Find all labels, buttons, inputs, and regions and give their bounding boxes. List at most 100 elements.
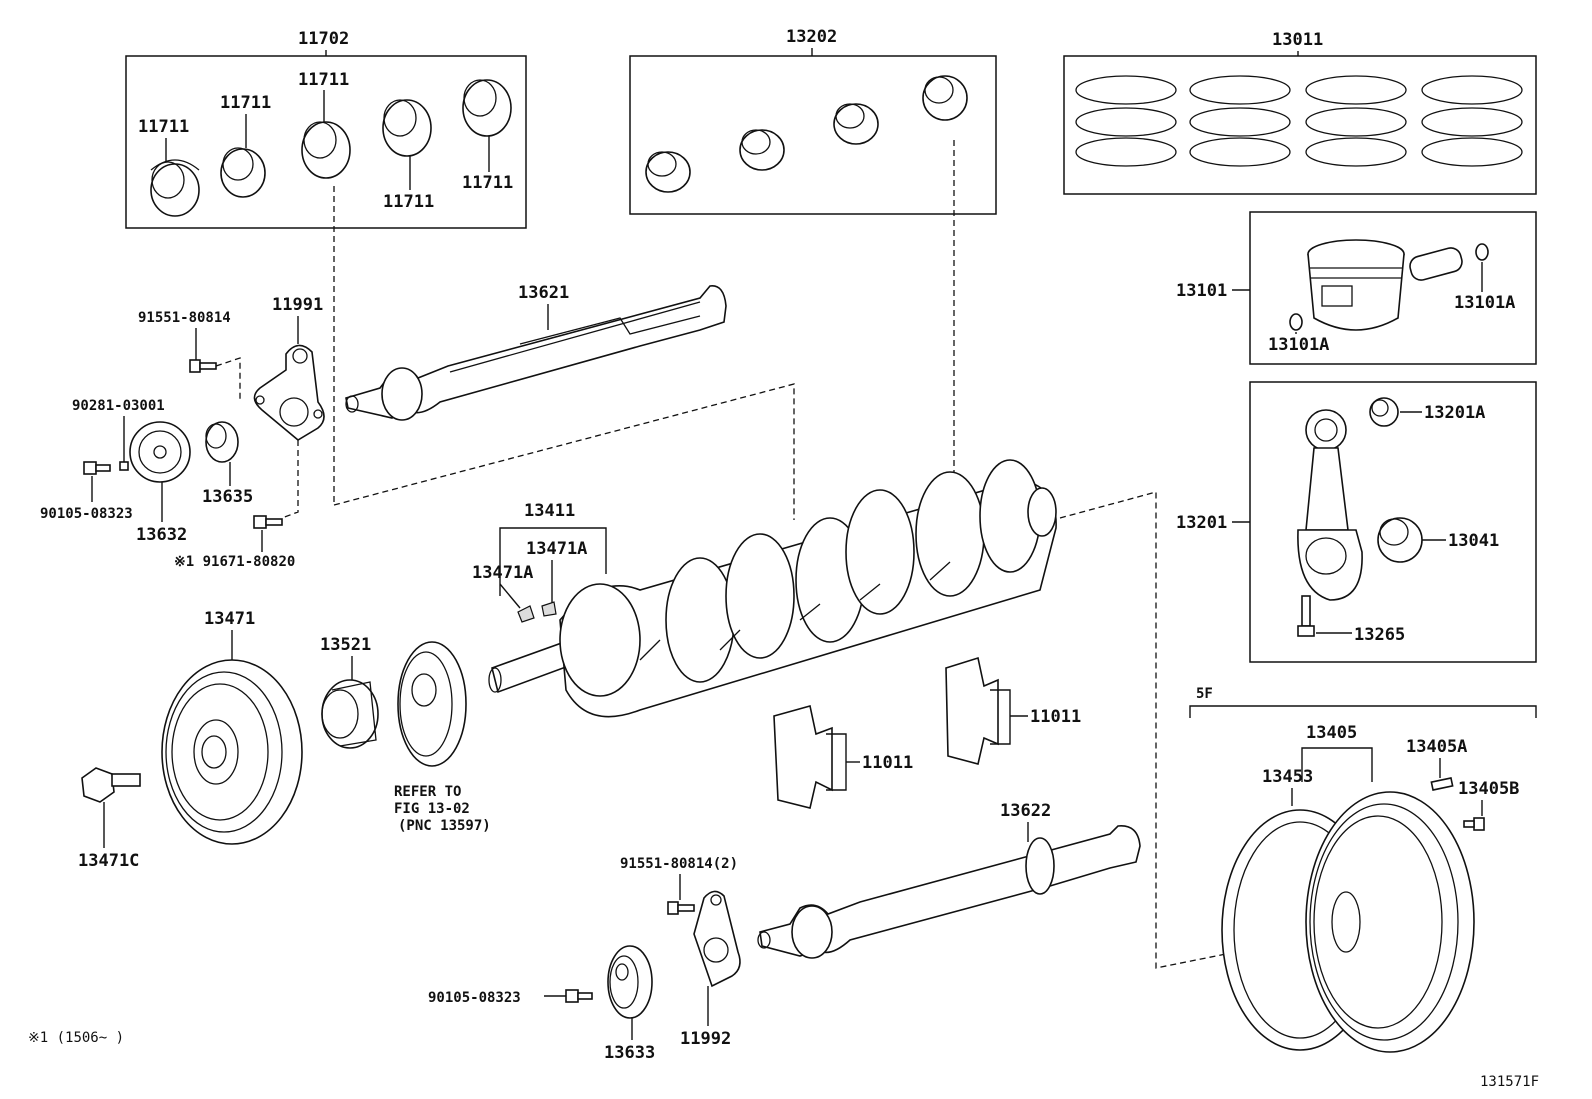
crank-timing-gear-13521[interactable] <box>321 679 379 749</box>
crankshaft-13411[interactable] <box>488 459 1057 718</box>
label-11711-4[interactable]: 11711 <box>383 192 434 212</box>
bearing-11711-3[interactable] <box>301 121 351 179</box>
label-13101A-right[interactable]: 13101A <box>1454 293 1515 313</box>
label-13471A-1[interactable]: 13471A <box>526 539 587 559</box>
main-bearing-set-group: 11702 11711 11711 11711 117 <box>125 29 527 229</box>
label-13041[interactable]: 13041 <box>1448 531 1499 551</box>
rod-bearing-3[interactable] <box>833 103 879 145</box>
label-13453[interactable]: 13453 <box>1262 767 1313 787</box>
label-13471[interactable]: 13471 <box>204 609 255 629</box>
label-11711-3[interactable]: 11711 <box>298 70 349 90</box>
label-11711-1[interactable]: 11711 <box>138 117 189 137</box>
label-13521[interactable]: 13521 <box>320 635 371 655</box>
bracket-11011-upper <box>990 689 1011 745</box>
label-13405[interactable]: 13405 <box>1306 723 1357 743</box>
oil-pump-drive-sprocket[interactable] <box>397 641 467 767</box>
piston-ring-set-group: 13011 <box>1063 30 1537 195</box>
rod-bearing-2[interactable] <box>739 129 785 171</box>
label-13405B[interactable]: 13405B <box>1458 779 1519 799</box>
label-11992[interactable]: 11992 <box>680 1029 731 1049</box>
label-90105-08323-left[interactable]: 90105-08323 <box>40 506 133 522</box>
piston-pin[interactable] <box>1408 246 1464 283</box>
thrust-washer-11011-lower[interactable] <box>773 705 833 809</box>
connecting-rod-13201[interactable] <box>1297 409 1363 601</box>
bolt-91551-80814[interactable] <box>189 359 217 373</box>
pulley-bolt-13471C[interactable] <box>81 767 141 803</box>
label-13101[interactable]: 13101 <box>1176 281 1227 301</box>
rod-bearing-13041[interactable] <box>1377 517 1423 563</box>
label-11011-lower[interactable]: 11011 <box>862 753 913 773</box>
rod-bearing-4[interactable] <box>922 75 968 121</box>
label-13411[interactable]: 13411 <box>524 501 575 521</box>
label-13621[interactable]: 13621 <box>518 283 569 303</box>
bracket-13411 <box>499 527 607 596</box>
bolt-90105-08323-lower[interactable] <box>565 989 593 1003</box>
key-13471A-2[interactable] <box>541 601 557 617</box>
box-13101 <box>1249 211 1537 365</box>
label-13632[interactable]: 13632 <box>136 525 187 545</box>
bracket-13405 <box>1301 747 1373 782</box>
bearing-11711-1[interactable] <box>150 159 200 217</box>
pin-13405A[interactable] <box>1430 777 1454 791</box>
label-13201[interactable]: 13201 <box>1176 513 1227 533</box>
label-13471C[interactable]: 13471C <box>78 851 139 871</box>
label-13633[interactable]: 13633 <box>604 1043 655 1063</box>
label-13622[interactable]: 13622 <box>1000 801 1051 821</box>
rod-bearing-1[interactable] <box>645 151 691 193</box>
label-13101A-left[interactable]: 13101A <box>1268 335 1329 355</box>
label-5F[interactable]: 5F <box>1196 686 1213 702</box>
label-91671-80820[interactable]: ※1 91671-80820 <box>174 554 295 570</box>
bearing-11711-4[interactable] <box>382 99 432 157</box>
bearing-11711-2[interactable] <box>220 147 266 198</box>
bushing-13635[interactable] <box>205 421 239 463</box>
key-90281-03001[interactable] <box>119 461 129 471</box>
piston-13101[interactable] <box>1307 239 1405 331</box>
bolt-13405B[interactable] <box>1463 817 1485 831</box>
thrust-washer-11011-upper[interactable] <box>945 656 999 765</box>
crank-pulley-13471[interactable] <box>161 659 303 845</box>
connecting-rod-group: 13201 13201A 13041 13265 <box>1176 381 1537 663</box>
label-11702[interactable]: 11702 <box>298 29 349 49</box>
bolt-90105-08323-left[interactable] <box>83 461 111 475</box>
rod-bearing-set-group: 13202 <box>629 27 997 215</box>
ring-set-3[interactable] <box>1305 75 1407 167</box>
label-11711-2[interactable]: 11711 <box>220 93 271 113</box>
footnote: ※1 (1506~ ) <box>28 1030 124 1046</box>
label-13265[interactable]: 13265 <box>1354 625 1405 645</box>
ring-set-4[interactable] <box>1421 75 1523 167</box>
label-13202[interactable]: 13202 <box>786 27 837 47</box>
label-13201A[interactable]: 13201A <box>1424 403 1485 423</box>
balance-shaft-13621[interactable] <box>345 285 727 421</box>
key-13471A-1[interactable] <box>517 605 535 623</box>
balance-shaft-13622[interactable] <box>757 825 1141 959</box>
label-11711-5[interactable]: 11711 <box>462 173 513 193</box>
ring-set-2[interactable] <box>1189 75 1291 167</box>
balance-shaft-plate-11991[interactable] <box>253 344 325 441</box>
gear-13633[interactable] <box>607 945 653 1019</box>
label-11991[interactable]: 11991 <box>272 295 323 315</box>
balance-shaft-plate-11992[interactable] <box>693 890 741 988</box>
bolt-91551-80814-2[interactable] <box>667 901 695 915</box>
label-90281-03001[interactable]: 90281-03001 <box>72 398 165 414</box>
label-11011-upper[interactable]: 11011 <box>1030 707 1081 727</box>
bolt-91671-80820[interactable] <box>253 515 283 529</box>
label-91551-80814-2[interactable]: 91551-80814(2) <box>620 856 738 872</box>
rod-bolt[interactable] <box>1297 595 1315 637</box>
label-13011[interactable]: 13011 <box>1272 30 1323 50</box>
label-13635[interactable]: 13635 <box>202 487 253 507</box>
snap-ring-left[interactable] <box>1289 313 1303 331</box>
gear-13632[interactable] <box>129 421 191 483</box>
bearing-11711-5[interactable] <box>462 79 512 137</box>
guide-line-balance <box>333 383 795 520</box>
label-91551-80814[interactable]: 91551-80814 <box>138 310 231 326</box>
ring-set-1[interactable] <box>1075 75 1177 167</box>
label-13471A-2[interactable]: 13471A <box>472 563 533 583</box>
figure-id: 131571F <box>1480 1074 1539 1090</box>
snap-ring-right[interactable] <box>1475 243 1489 261</box>
label-13405A[interactable]: 13405A <box>1406 737 1467 757</box>
box-11702 <box>125 55 527 229</box>
label-90105-08323-lower[interactable]: 90105-08323 <box>428 990 521 1006</box>
crank-pulley-13405[interactable] <box>1305 791 1475 1053</box>
small-end-bushing[interactable] <box>1369 397 1399 427</box>
